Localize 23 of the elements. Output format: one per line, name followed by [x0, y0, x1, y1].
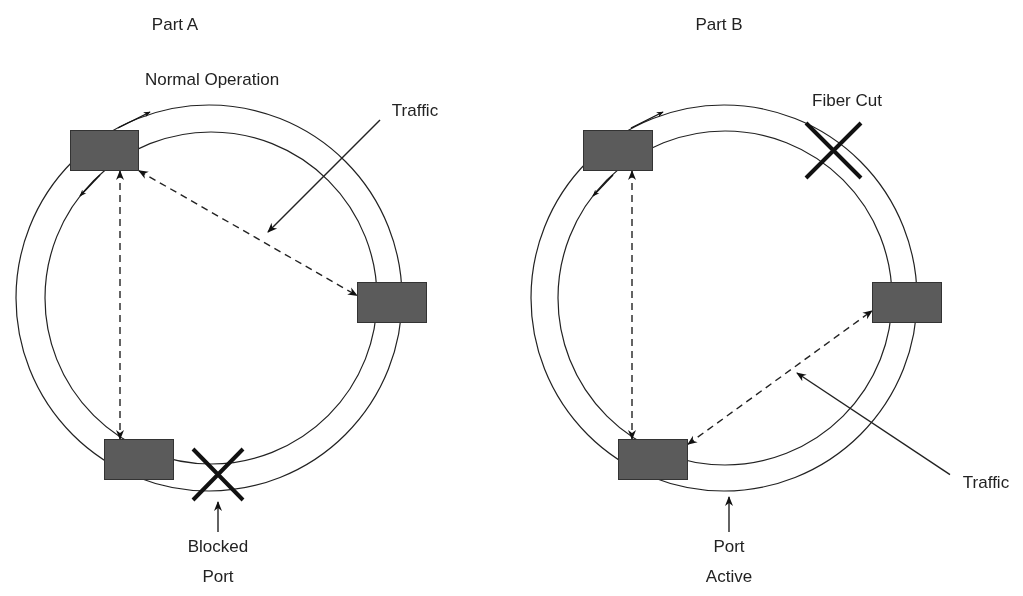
dashed-arrow	[687, 310, 873, 445]
cross-mark	[191, 447, 245, 502]
dashed-arrow	[628, 170, 636, 440]
panel-title: Part B	[695, 15, 743, 35]
callout-text: Blocked Port	[180, 532, 256, 592]
panel-title: Part A	[151, 15, 199, 35]
switch-box	[618, 439, 688, 480]
callout-text: Port Active	[690, 532, 768, 592]
leader-line	[796, 372, 951, 476]
caption-text: Fiber Cut	[812, 91, 882, 111]
leader-line	[267, 119, 381, 233]
callout-text: Traffic	[380, 96, 450, 120]
dashed-arrow	[138, 170, 358, 297]
switch-box	[70, 130, 139, 171]
dashed-arrow	[116, 170, 124, 440]
caption-text: Normal Operation	[144, 70, 280, 90]
leader-line	[214, 501, 222, 533]
switch-box	[357, 282, 427, 323]
switch-box	[872, 282, 942, 323]
switch-box	[583, 130, 653, 171]
callout-text: Traffic	[950, 468, 1022, 492]
switch-box	[104, 439, 174, 480]
leader-line	[725, 496, 733, 533]
